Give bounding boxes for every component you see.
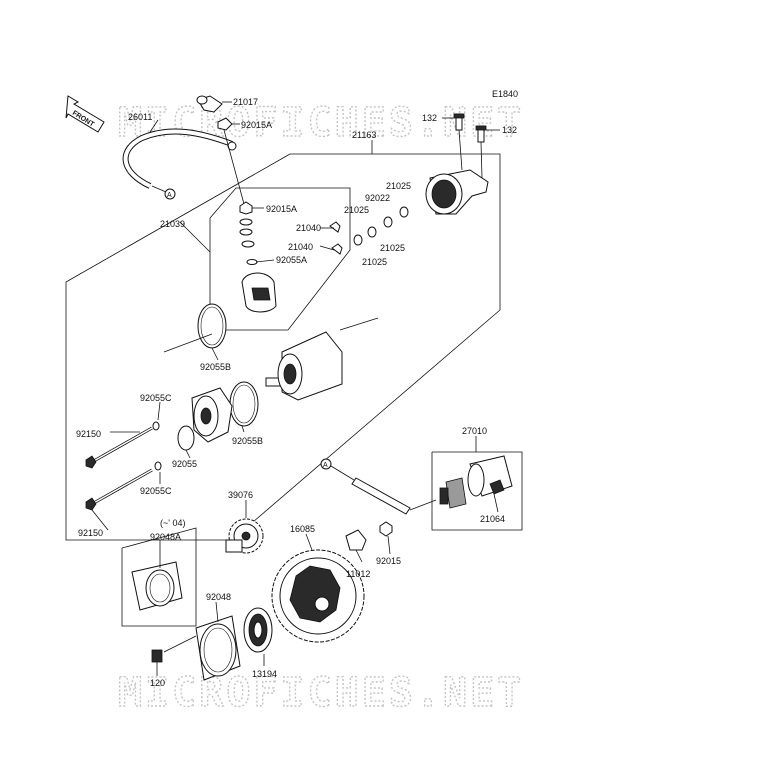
guide-line-1 [163, 333, 213, 353]
bolt-132-right [475, 125, 500, 143]
label-21040-b: 21040 [288, 242, 313, 252]
through-bolt-upper [85, 426, 153, 469]
label-21025-c: 21025 [380, 243, 405, 253]
label-21039: 21039 [160, 219, 185, 229]
starter-clutch-27010 [439, 455, 513, 509]
label-21040-a: 21040 [296, 223, 321, 233]
label-92055c-upper: 92055C [140, 393, 172, 403]
label-92048: 92048 [206, 592, 231, 602]
svg-text:A: A [323, 462, 328, 469]
starter-front-cover [191, 387, 233, 443]
label-92022: 92022 [365, 193, 390, 203]
o-ring-92055b-lower [229, 381, 259, 427]
label-21025-b: 21025 [344, 205, 369, 215]
brush-holder-stack [239, 201, 277, 313]
ref-mark-a-2 [320, 458, 332, 470]
label-13194: 13194 [252, 669, 277, 679]
part-labels: 21017 26011 92015A 132 132 21163 21025 9… [76, 97, 517, 688]
washer-stack [353, 206, 409, 246]
gasket-92048a [131, 561, 183, 611]
idle-gear-39076 [225, 518, 264, 554]
o-ring-92055b-top [197, 303, 227, 349]
label-21017: 21017 [233, 97, 258, 107]
label-92055c-lower: 92055C [140, 486, 172, 496]
label-92048a: 92048A [150, 532, 181, 542]
label-16085: 16085 [290, 524, 315, 534]
label-21025-a: 21025 [386, 181, 411, 191]
label-92055b-lower: 92055B [232, 436, 263, 446]
label-92150-lower: 92150 [78, 528, 103, 538]
gasket-92048 [195, 615, 241, 681]
label-92015a-top: 92015A [241, 120, 272, 130]
starter-end-cover [425, 169, 489, 215]
label-92015: 92015 [376, 556, 401, 566]
ref-mark-a-1 [164, 188, 176, 200]
one-way-clutch-13194 [243, 607, 273, 653]
starter-armature [265, 331, 343, 401]
watermark-top: MICROFICHES.NET [118, 100, 524, 146]
bolt-120 [151, 635, 197, 672]
label-92055b-top: 92055B [200, 362, 231, 372]
o-ring-92055c-lower [154, 461, 162, 471]
gasket-box [121, 527, 197, 627]
through-bolt-lower [85, 468, 153, 511]
label-92055a: 92055A [276, 255, 307, 265]
label-21025-d: 21025 [362, 257, 387, 267]
o-ring-92055c-upper [152, 421, 160, 431]
front-arrow-icon: FRONT [65, 95, 105, 133]
label-39076: 39076 [228, 490, 253, 500]
label-21163: 21163 [352, 130, 376, 140]
label-132-left: 132 [422, 113, 437, 123]
label-26011: 26011 [128, 112, 152, 122]
label-27010: 27010 [462, 426, 487, 436]
label-11012: 11012 [346, 569, 370, 579]
figure-code: E1840 [492, 89, 518, 99]
cap-11012 [345, 529, 367, 551]
leader-lines [91, 119, 499, 676]
guide-line-2 [339, 317, 379, 331]
starter-cable: A [122, 128, 237, 200]
label-92150-upper: 92150 [76, 429, 101, 439]
label-92015a-mid: 92015A [266, 204, 297, 214]
svg-text:A: A [167, 192, 172, 199]
brush-21040 [329, 221, 343, 255]
idle-shaft: A [320, 458, 437, 515]
label-120: 120 [150, 678, 165, 688]
label-92055: 92055 [172, 459, 197, 469]
starter-gear-16085 [271, 549, 365, 643]
nut-top [217, 117, 240, 131]
nut-92015 [379, 521, 393, 537]
o-ring-92055 [177, 425, 195, 451]
label-21064: 21064 [480, 514, 505, 524]
label-132-right: 132 [502, 125, 517, 135]
watermark-bottom: MICROFICHES.NET [118, 670, 524, 716]
label-note: (~' 04) [160, 518, 185, 528]
clutch-assembly-box [431, 451, 523, 531]
terminal-cap [196, 95, 232, 113]
